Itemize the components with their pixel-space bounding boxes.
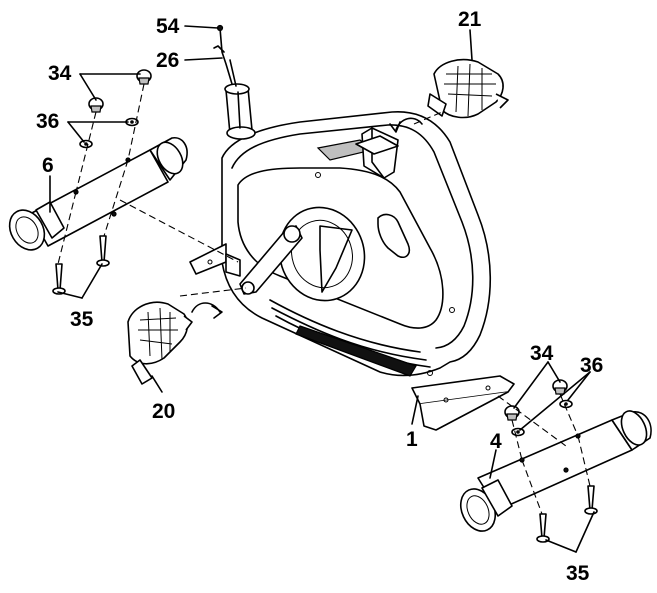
callout-20: 20 [152,400,175,423]
carriage-bolt-right-1 [584,485,598,515]
bike-frame [221,111,492,377]
carriage-bolt-left-1 [96,235,110,267]
right-pedal [427,58,509,119]
leader-lines [49,25,595,553]
seat-post-socket [355,127,399,179]
callout-35-right: 35 [566,562,590,585]
callout-35-left: 35 [70,308,94,331]
callout-36-left: 36 [36,110,59,133]
callout-54: 54 [156,15,180,38]
callout-34-right: 34 [530,342,554,365]
sensor-wire [213,24,237,87]
cap-nut-right-2 [504,405,520,421]
washer-right-1 [559,399,573,409]
front-bracket [189,243,241,277]
callout-6: 6 [42,154,54,177]
cap-nut-left-2 [88,97,104,113]
callout-34-left: 34 [48,62,72,85]
callout-26: 26 [156,49,179,72]
washer-right-2 [511,427,525,437]
pedal-arrow-left [191,302,223,319]
carriage-bolt-right-2 [536,513,550,543]
callout-36-right: 36 [580,354,603,377]
assembly-guide-lines [57,83,591,515]
washer-left-2 [79,139,93,149]
carriage-bolt-left-2 [52,263,66,295]
callout-1: 1 [406,428,418,451]
crank-arm [239,225,303,295]
front-stabilizer-tube [8,136,188,251]
callout-4: 4 [490,430,502,453]
seat-post-tube [224,83,256,140]
callout-labels: 54 26 21 34 36 6 35 20 1 34 36 4 35 [36,8,603,585]
cap-nut-left-1 [136,69,152,85]
washer-left-1 [125,117,139,127]
left-pedal [127,301,193,385]
rear-bracket [411,375,515,431]
callout-21: 21 [458,8,482,31]
rear-stabilizer-tube [459,410,652,532]
